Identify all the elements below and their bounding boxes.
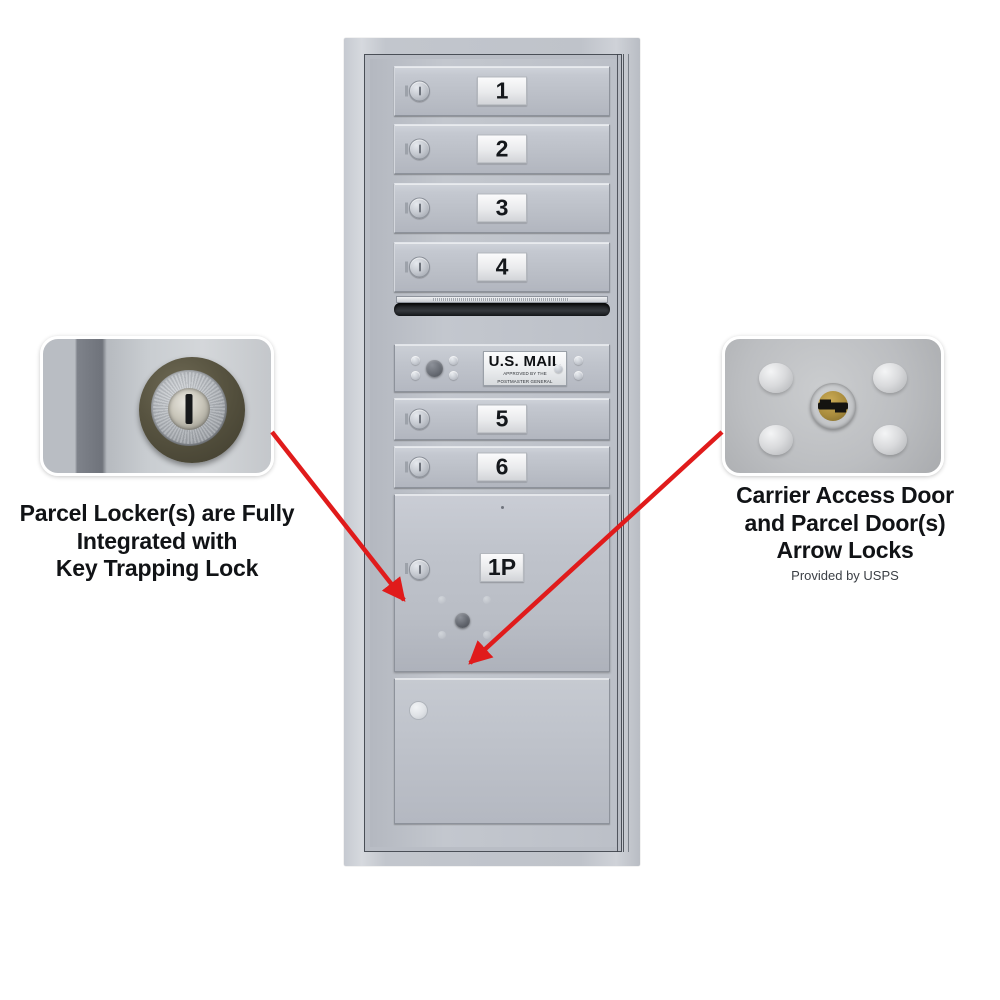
right-callout-subtext: Provided by USPS xyxy=(791,567,899,583)
bumper-icon xyxy=(409,701,428,720)
key-trapping-lock-icon[interactable] xyxy=(409,559,430,580)
door-number-tile: 2 xyxy=(477,134,527,164)
arrow-lock-face xyxy=(818,391,848,421)
cabinet-seam-line xyxy=(628,54,629,852)
door-edge-notch xyxy=(405,461,408,473)
left-callout-line-2: Integrated with xyxy=(76,527,238,554)
cam-lock-icon[interactable] xyxy=(409,456,430,478)
rivet-icon xyxy=(574,371,583,380)
keyway-icon xyxy=(185,393,193,425)
door-stack: 1 2 3 4 U.S. M xyxy=(394,66,616,838)
door-edge-notch xyxy=(405,563,408,574)
rivet-icon xyxy=(438,631,446,639)
placard-line-2: APPROVED BY THE xyxy=(503,371,547,376)
right-callout-line-1: Carrier Access Door xyxy=(736,482,954,508)
rivet-icon xyxy=(483,631,491,639)
cam-lock-icon[interactable] xyxy=(409,80,430,102)
door-edge-notch xyxy=(405,85,408,97)
blank-filler-panel xyxy=(394,678,610,824)
carrier-access-door[interactable]: U.S. MAIL APPROVED BY THE POSTMASTER GEN… xyxy=(394,344,610,392)
tenant-door-6[interactable]: 6 xyxy=(394,446,610,488)
left-callout-text: Parcel Locker(s) are Fully Integrated wi… xyxy=(12,500,302,583)
left-callout-line-3: Key Trapping Lock xyxy=(55,555,259,582)
rivet-icon xyxy=(574,356,583,365)
door-edge-notch xyxy=(405,202,408,214)
rivet-icon xyxy=(759,363,793,393)
slot-trim-plate xyxy=(396,296,608,303)
rivet-icon xyxy=(438,596,446,604)
arrow-lock-inset xyxy=(722,336,944,476)
cam-lock-icon[interactable] xyxy=(409,197,430,219)
lock-housing xyxy=(139,357,245,463)
panel-dot xyxy=(501,506,504,509)
rivet-icon xyxy=(449,356,458,365)
key-trapping-lock-inset xyxy=(40,336,274,476)
right-callout-line-3: Arrow Locks xyxy=(776,537,914,564)
rivet-icon xyxy=(873,425,907,455)
lock-core xyxy=(168,388,210,430)
keyway-icon xyxy=(818,399,848,413)
door-number-tile: 1 xyxy=(477,76,527,106)
tenant-door-1[interactable]: 1 xyxy=(394,66,610,116)
arrow-lock-icon[interactable] xyxy=(426,360,443,377)
outgoing-mail-slot[interactable] xyxy=(394,294,610,330)
cam-lock-icon[interactable] xyxy=(409,408,430,430)
rivet-icon xyxy=(411,356,420,365)
tenant-door-3[interactable]: 3 xyxy=(394,183,610,233)
door-number-tile: 4 xyxy=(477,252,527,282)
left-callout-line-1: Parcel Locker(s) are Fully xyxy=(19,500,295,526)
rivet-icon xyxy=(483,596,491,604)
rivet-icon xyxy=(759,425,793,455)
door-number-tile: 3 xyxy=(477,193,527,223)
placard-line-3: POSTMASTER GENERAL xyxy=(497,379,553,385)
cam-lock-icon[interactable] xyxy=(409,256,430,278)
door-edge-notch xyxy=(405,143,408,155)
tenant-door-2[interactable]: 2 xyxy=(394,124,610,174)
door-number-tile: 5 xyxy=(477,404,527,434)
rivet-icon xyxy=(449,371,458,380)
lock-knurled-ring xyxy=(151,370,227,446)
cabinet-seam-line xyxy=(617,54,618,852)
tenant-door-4[interactable]: 4 xyxy=(394,242,610,292)
usps-placard: U.S. MAIL APPROVED BY THE POSTMASTER GEN… xyxy=(483,351,567,386)
arrow-lock-body xyxy=(810,383,856,429)
mailbox-cabinet: 1 2 3 4 U.S. M xyxy=(344,38,640,866)
right-callout-text: Carrier Access Door and Parcel Door(s) A… xyxy=(700,482,990,583)
rivet-icon xyxy=(411,371,420,380)
door-edge-notch xyxy=(405,413,408,425)
tenant-door-5[interactable]: 5 xyxy=(394,398,610,440)
placard-title: U.S. MAIL xyxy=(488,353,562,370)
rivet-icon xyxy=(873,363,907,393)
rivet-icon xyxy=(554,364,563,373)
door-edge-notch xyxy=(405,261,408,273)
door-number-tile: 6 xyxy=(477,452,527,482)
slot-opening xyxy=(394,303,610,316)
cam-lock-icon[interactable] xyxy=(409,138,430,160)
parcel-door-number-tile: 1P xyxy=(479,553,525,583)
cabinet-seam-line xyxy=(623,54,624,852)
right-callout-line-2: and Parcel Door(s) xyxy=(744,509,946,536)
parcel-locker-door[interactable]: 1P xyxy=(394,494,610,672)
arrow-lock-icon[interactable] xyxy=(455,613,470,628)
